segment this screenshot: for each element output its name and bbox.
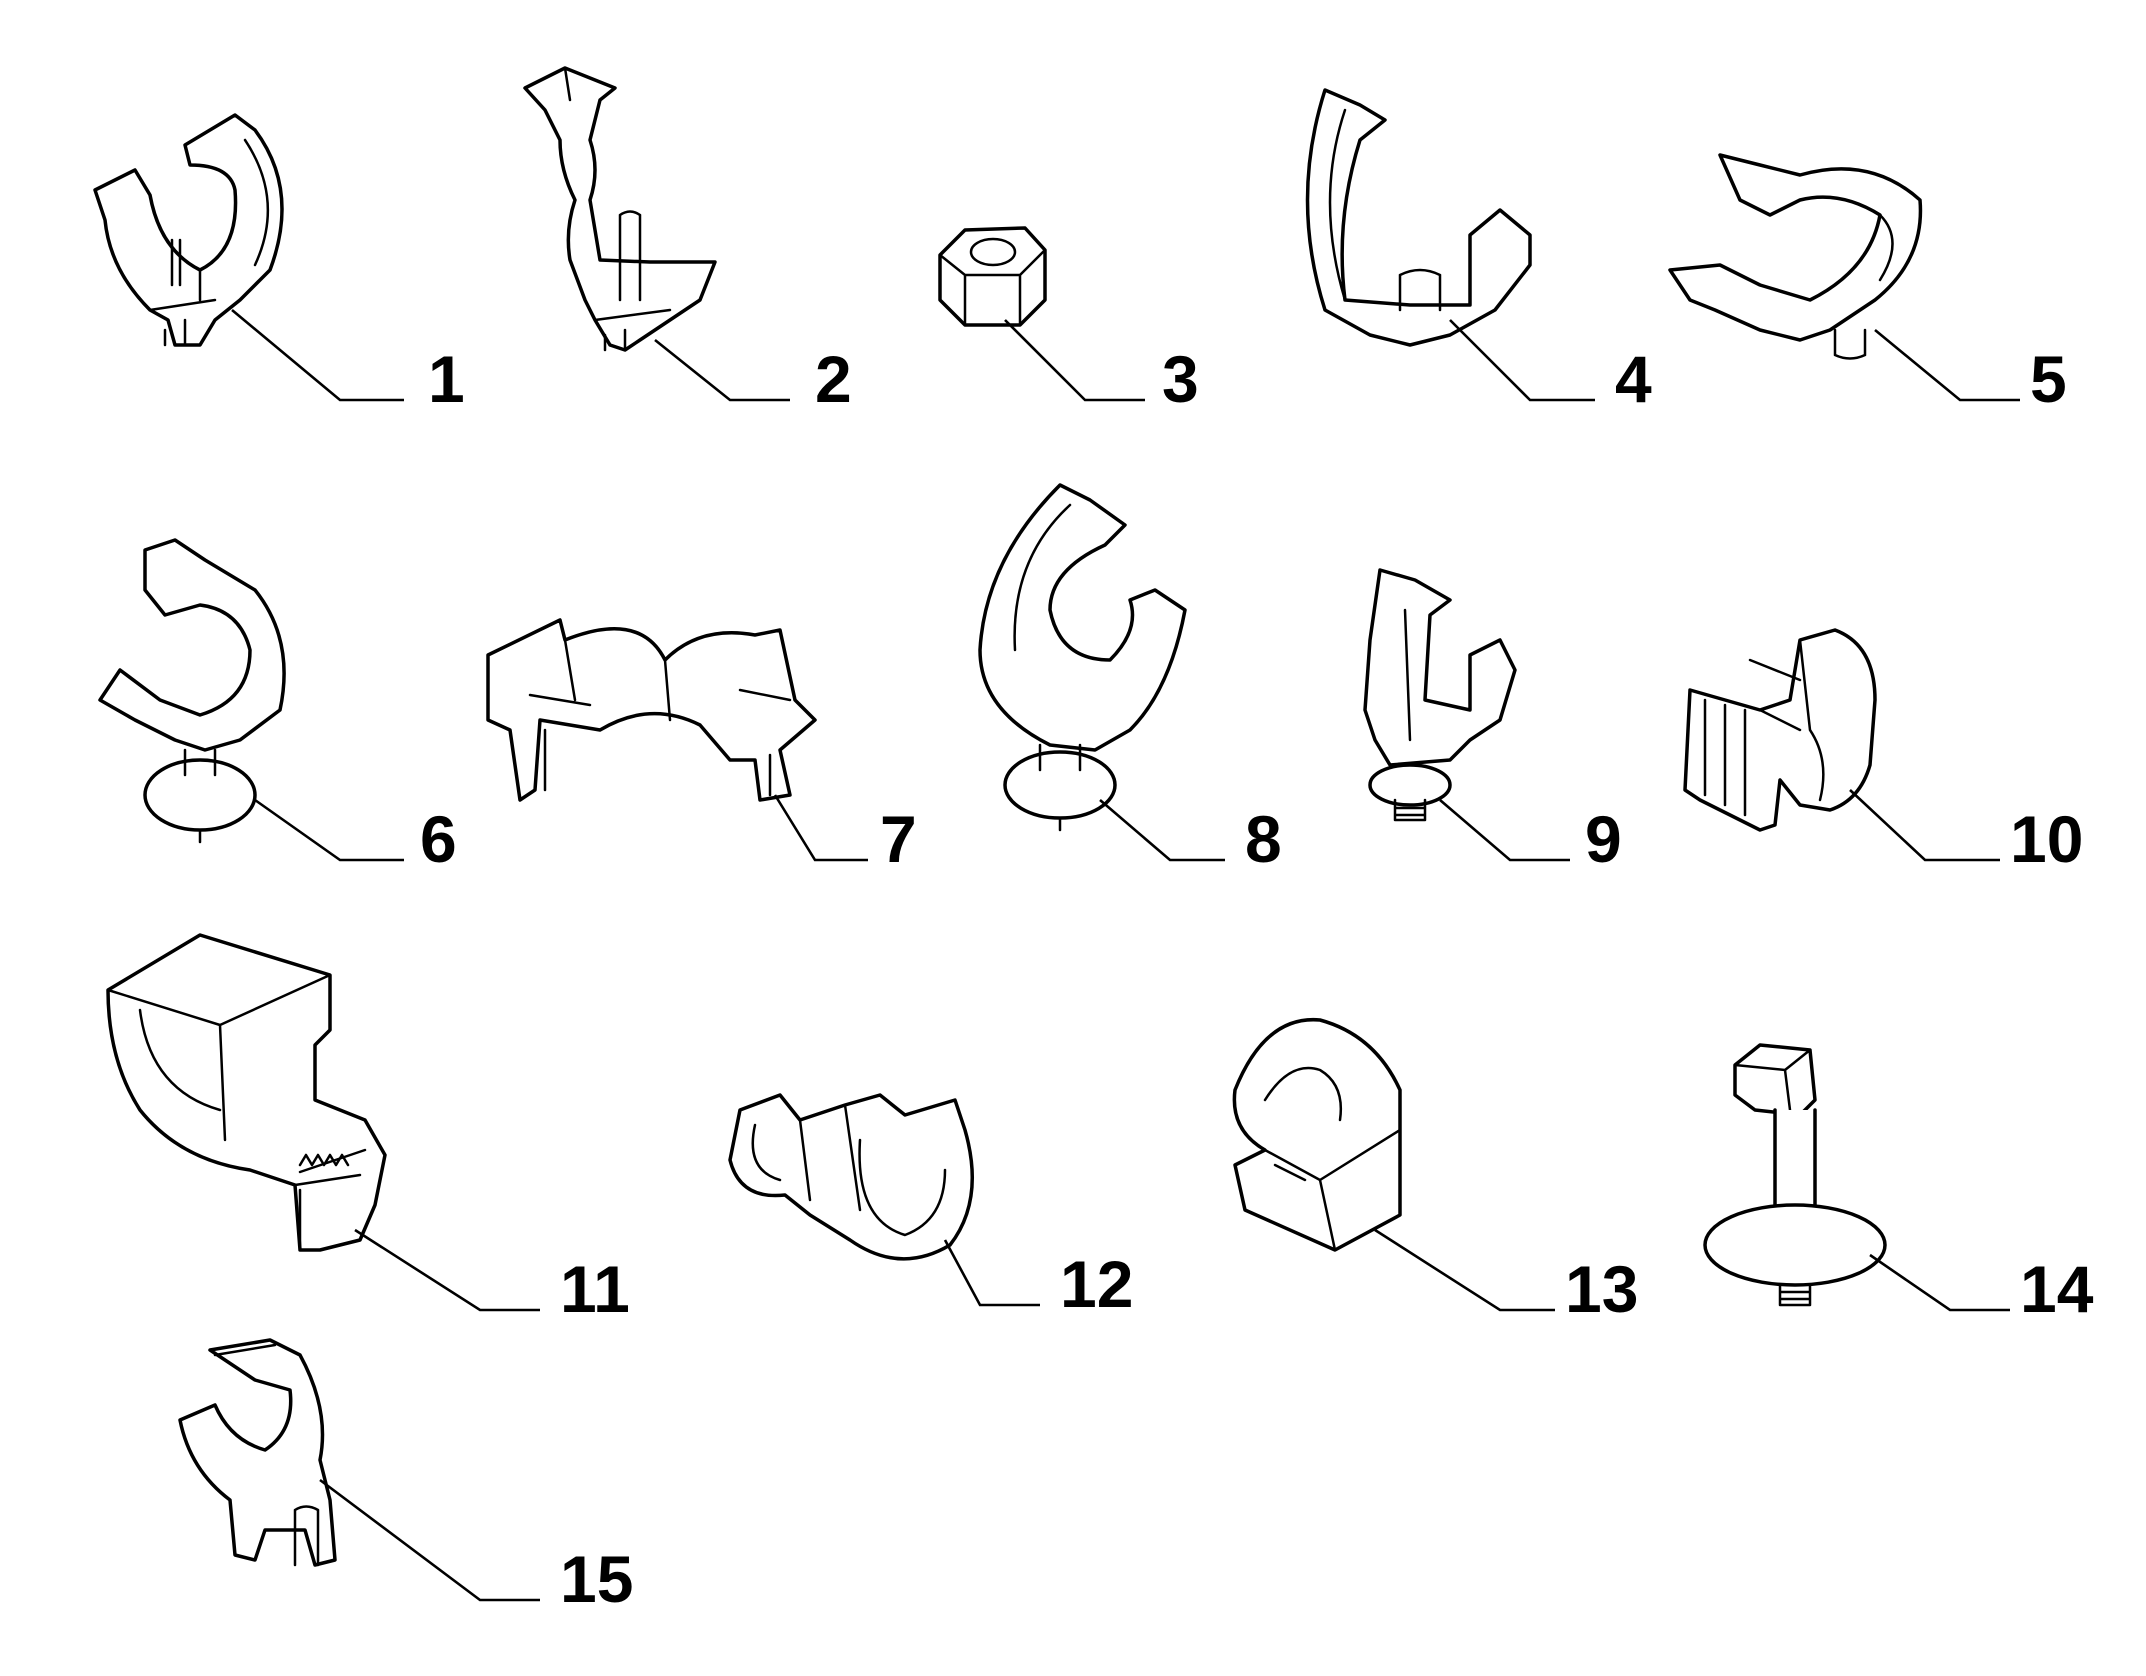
- part-15-label: 15: [560, 1542, 633, 1616]
- part-7-drawing: [486, 618, 817, 802]
- part-9: 9: [1363, 568, 1622, 876]
- part-4: 4: [1305, 88, 1652, 416]
- part-6: 6: [98, 538, 457, 876]
- part-2-leader: [654, 338, 790, 402]
- part-15-drawing: [178, 1338, 337, 1567]
- part-9-leader: [1439, 799, 1570, 862]
- part-3-leader: [1004, 319, 1145, 402]
- part-14-leader: [1869, 1253, 2010, 1312]
- part-6-label: 6: [420, 802, 457, 876]
- part-3-label: 3: [1162, 342, 1199, 416]
- part-4-drawing: [1305, 88, 1532, 347]
- part-14: 14: [1703, 1043, 2094, 1326]
- part-5-leader: [1874, 328, 2020, 402]
- part-1-drawing: [93, 113, 284, 347]
- part-6-drawing: [98, 538, 286, 844]
- part-11: 11: [106, 933, 630, 1326]
- part-3: 3: [938, 226, 1199, 416]
- part-7-label: 7: [880, 802, 917, 876]
- part-1-label: 1: [428, 342, 465, 416]
- part-8-leader: [1099, 799, 1225, 862]
- part-13-drawing: [1232, 1017, 1402, 1252]
- part-11-drawing: [106, 933, 387, 1252]
- part-14-drawing: [1703, 1043, 1887, 1307]
- part-2-drawing: [523, 66, 717, 352]
- part-2-label: 2: [815, 342, 852, 416]
- part-5: 5: [1668, 153, 2067, 416]
- part-8-drawing: [978, 483, 1187, 832]
- part-15-leader: [319, 1478, 540, 1602]
- part-1: 1: [93, 113, 465, 416]
- part-3-drawing: [938, 226, 1047, 327]
- part-11-leader: [354, 1228, 540, 1312]
- part-9-drawing: [1363, 568, 1517, 822]
- part-5-drawing: [1668, 153, 1923, 360]
- part-9-label: 9: [1585, 802, 1622, 876]
- part-12-label: 12: [1060, 1247, 1133, 1321]
- part-7: 7: [486, 618, 917, 876]
- part-15: 15: [178, 1338, 633, 1616]
- part-1-leader: [231, 309, 404, 402]
- part-13-leader: [1374, 1228, 1555, 1312]
- part-14-label: 14: [2020, 1252, 2094, 1326]
- part-10-drawing: [1683, 628, 1877, 832]
- part-4-label: 4: [1615, 342, 1652, 416]
- part-7-leader: [773, 794, 868, 862]
- part-4-leader: [1449, 319, 1595, 402]
- part-10-label: 10: [2010, 802, 2083, 876]
- part-8-label: 8: [1245, 802, 1282, 876]
- part-8: 8: [978, 483, 1282, 876]
- part-2: 2: [523, 66, 852, 416]
- part-12-leader: [943, 1239, 1040, 1307]
- part-10-leader: [1849, 789, 2000, 862]
- part-13: 13: [1232, 1017, 1638, 1326]
- part-10: 10: [1683, 628, 2083, 876]
- part-13-label: 13: [1565, 1252, 1638, 1326]
- part-12: 12: [728, 1093, 1133, 1321]
- part-12-drawing: [728, 1093, 974, 1261]
- part-11-label: 11: [560, 1252, 630, 1326]
- part-5-label: 5: [2030, 342, 2067, 416]
- part-6-leader: [254, 798, 404, 862]
